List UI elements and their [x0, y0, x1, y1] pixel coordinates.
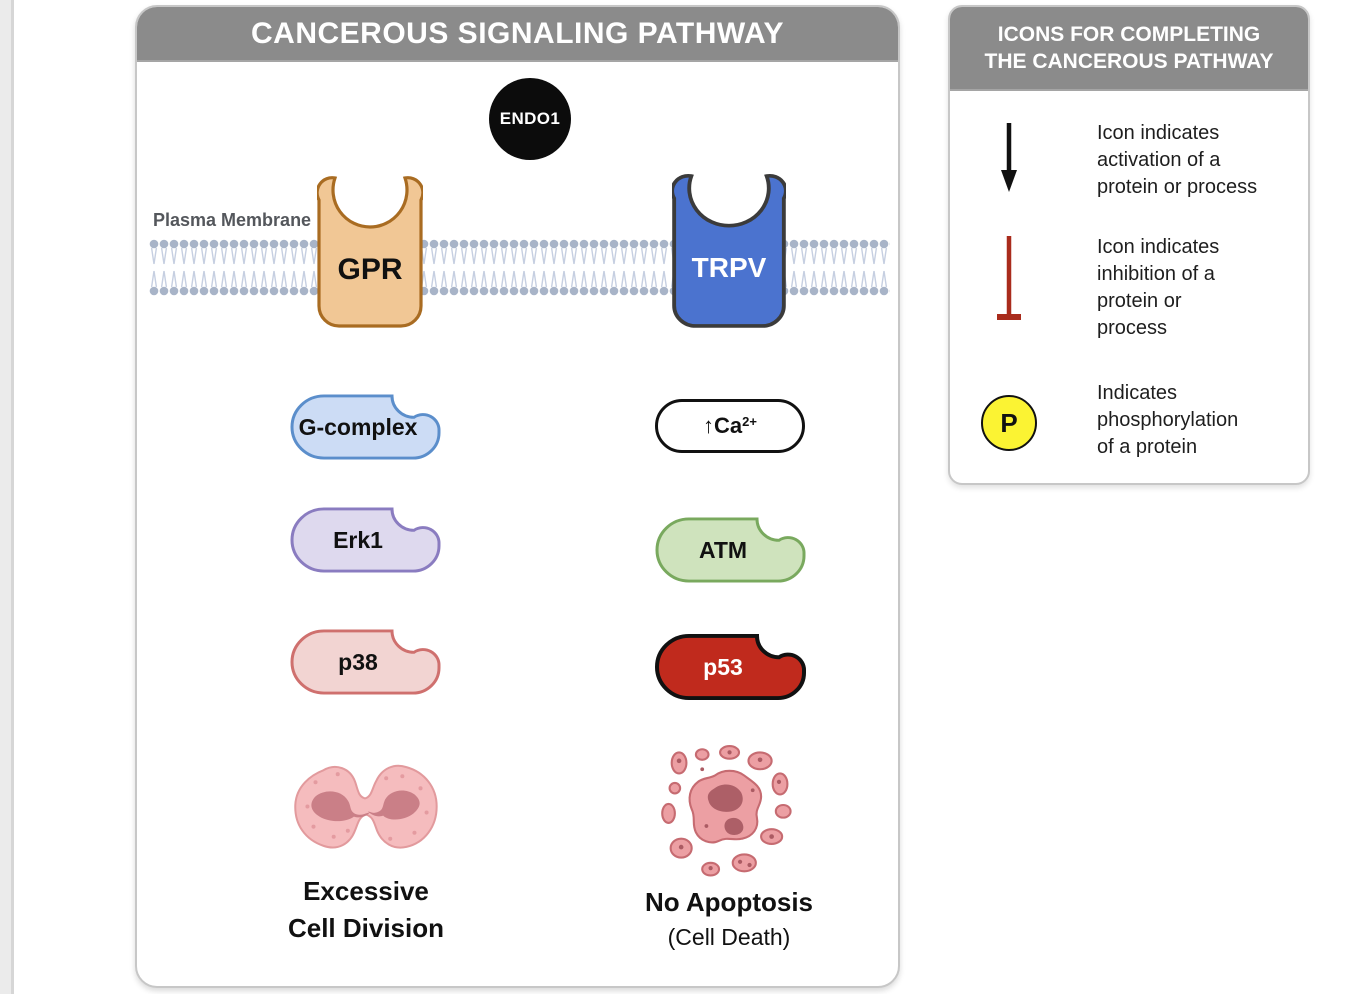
legend-text-line: Icon indicates	[1097, 236, 1220, 258]
pathway-panel-header: CANCEROUS SIGNALING PATHWAY	[137, 7, 898, 62]
legend-text-line: of a protein	[1097, 436, 1198, 458]
phosphorylation-p-label: P	[1000, 407, 1018, 438]
ligand-endo1[interactable]: ENDO1	[489, 78, 571, 160]
protein-node-label: p38	[338, 648, 378, 675]
protein-shape	[655, 634, 806, 700]
outcome-caption-no-apoptosis: No Apoptosis (Cell Death)	[619, 884, 839, 953]
legend-text-line: protein or process	[1097, 176, 1258, 198]
pathway-diagram-panel: CANCEROUS SIGNALING PATHWAY ENDO1 Plasma…	[135, 5, 900, 988]
calcium-charge-sup: 2+	[742, 413, 757, 429]
pathway-title: CANCEROUS SIGNALING PATHWAY	[251, 16, 784, 50]
outcome-caption-cell-division: Excessive Cell Division	[256, 873, 476, 947]
protein-node-p53[interactable]: p53	[655, 634, 807, 700]
cell-division-image	[294, 764, 438, 849]
legend-text-line: phosphorylation	[1097, 409, 1239, 431]
apoptosis-image	[661, 745, 792, 877]
activation-arrow-icon	[1001, 123, 1017, 192]
receptor-trpv[interactable]: TRPV	[672, 170, 786, 328]
legend-item-text: Icon indicates inhibition of a protein o…	[1097, 234, 1308, 342]
caption-line: Excessive	[303, 876, 429, 906]
receptor-shape	[317, 176, 423, 328]
legend-item-text: Indicates phosphorylation of a protein	[1097, 380, 1308, 461]
protein-shape	[655, 517, 806, 583]
page-left-rail	[0, 0, 14, 994]
protein-node-label: p53	[703, 653, 743, 680]
protein-node-g-complex[interactable]: G-complex	[290, 394, 442, 460]
caption-line: (Cell Death)	[667, 924, 791, 950]
receptor-trpv-label: TRPV	[691, 252, 767, 284]
legend-panel: ICONS FOR COMPLETING THE CANCEROUS PATHW…	[948, 5, 1310, 485]
ligand-endo1-label: ENDO1	[499, 109, 561, 128]
legend-title-line: THE CANCEROUS PATHWAY	[984, 50, 1274, 73]
legend-item-text: Icon indicates activation of a protein o…	[1097, 120, 1308, 201]
legend-text-line: protein or	[1097, 290, 1182, 312]
protein-node-label: ATM	[698, 536, 748, 563]
caption-line: Cell Division	[287, 913, 445, 943]
receptor-gpr[interactable]: GPR	[317, 172, 423, 328]
protein-shape	[290, 629, 441, 695]
phosphorylation-icon: P	[981, 395, 1037, 451]
protein-node-label: Erk1	[333, 526, 383, 553]
legend-text-line: activation of a	[1097, 149, 1221, 171]
legend-panel-header: ICONS FOR COMPLETING THE CANCEROUS PATHW…	[950, 7, 1308, 91]
legend-text-line: Indicates	[1097, 382, 1178, 404]
legend-text-line: Icon indicates	[1097, 122, 1220, 144]
apoptosis-illustration[interactable]	[660, 744, 797, 886]
protein-shape	[290, 507, 441, 573]
protein-node-atm[interactable]: ATM	[655, 517, 807, 583]
receptor-gpr-label: GPR	[337, 253, 403, 287]
receptor-shape	[672, 173, 786, 328]
protein-node-p38[interactable]: p38	[290, 629, 442, 695]
legend-text-line: inhibition of a	[1097, 263, 1215, 285]
legend-text-line: process	[1097, 317, 1168, 339]
plasma-membrane-label: Plasma Membrane	[153, 210, 312, 230]
calcium-label: ↑Ca	[703, 413, 743, 438]
inhibition-tbar-icon	[997, 236, 1021, 320]
caption-line: No Apoptosis	[644, 887, 814, 917]
cell-division-illustration[interactable]	[284, 754, 448, 860]
protein-node-erk1[interactable]: Erk1	[290, 507, 442, 573]
protein-shape	[290, 394, 441, 460]
protein-node-label: G-complex	[298, 413, 418, 440]
legend-title-line: ICONS FOR COMPLETING	[997, 23, 1261, 46]
